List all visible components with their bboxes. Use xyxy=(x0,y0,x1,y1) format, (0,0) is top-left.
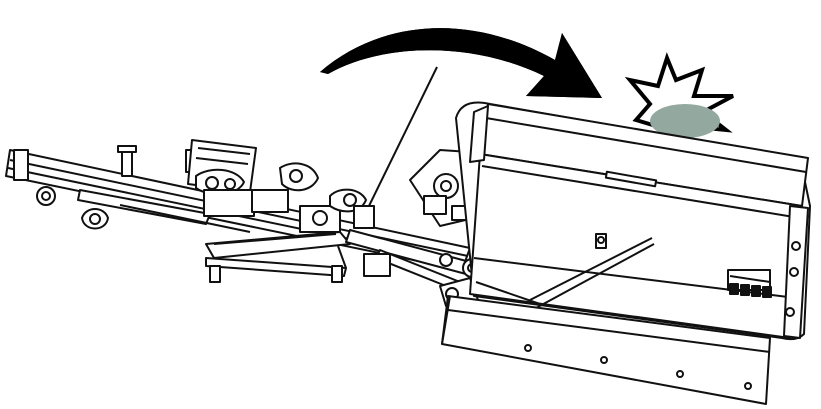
obstacle-blob-icon xyxy=(650,104,720,138)
head-unit xyxy=(441,101,811,405)
leader-line xyxy=(367,66,438,209)
boom-arm xyxy=(5,139,519,307)
